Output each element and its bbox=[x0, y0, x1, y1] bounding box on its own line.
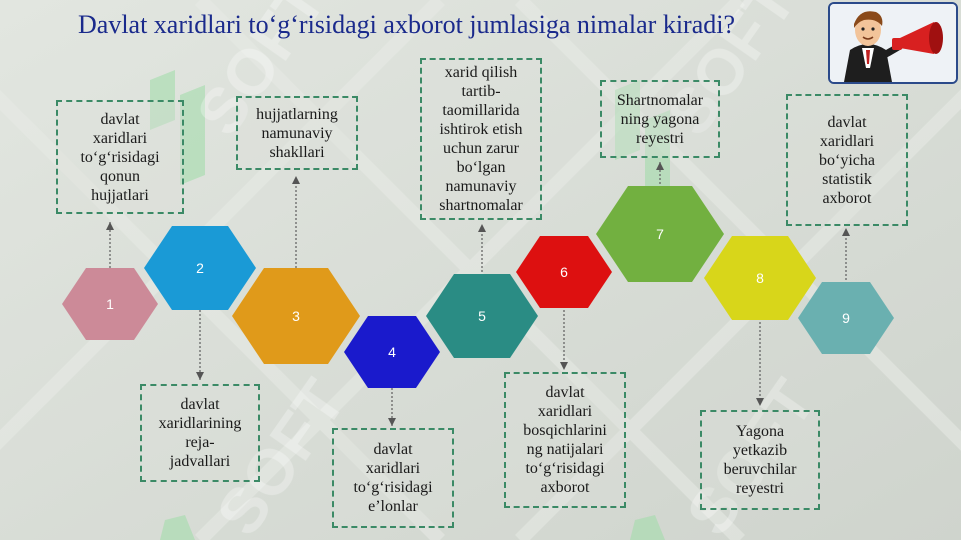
step-5-label: xarid qilish tartib- taomillarida ishtir… bbox=[420, 58, 542, 220]
speaker-illustration bbox=[828, 2, 958, 84]
page-title: Davlat xaridlari to‘g‘risidagi axborot j… bbox=[78, 10, 736, 39]
step-8-hexagon: 8 bbox=[704, 236, 816, 320]
step-4-hexagon: 4 bbox=[344, 316, 440, 388]
step-number: 1 bbox=[106, 296, 114, 312]
step-number: 5 bbox=[478, 308, 486, 324]
step-2-hexagon: 2 bbox=[144, 226, 256, 310]
step-1-hexagon: 1 bbox=[62, 268, 158, 340]
step-number: 8 bbox=[756, 270, 764, 286]
step-3-label: hujjatlarning namunaviy shakllari bbox=[236, 96, 358, 170]
step-number: 6 bbox=[560, 264, 568, 280]
step-6-hexagon: 6 bbox=[516, 236, 612, 308]
step-number: 7 bbox=[656, 226, 664, 242]
step-2-label: davlat xaridlarining reja- jadvallari bbox=[140, 384, 260, 482]
step-4-label: davlat xaridlari to‘g‘risidagi e’lonlar bbox=[332, 428, 454, 528]
step-number: 9 bbox=[842, 310, 850, 326]
step-8-label: Yagona yetkazib beruvchilar reyestri bbox=[700, 410, 820, 510]
step-1-label: davlat xaridlari to‘g‘risidagi qonun huj… bbox=[56, 100, 184, 214]
step-9-hexagon: 9 bbox=[798, 282, 894, 354]
step-9-label: davlat xaridlari bo‘yicha statistik axbo… bbox=[786, 94, 908, 226]
step-7-label: Shartnomalar ning yagona reyestri bbox=[600, 80, 720, 158]
step-number: 2 bbox=[196, 260, 204, 276]
step-number: 4 bbox=[388, 344, 396, 360]
step-6-label: davlat xaridlari bosqichlarini ng natija… bbox=[504, 372, 626, 508]
step-number: 3 bbox=[292, 308, 300, 324]
